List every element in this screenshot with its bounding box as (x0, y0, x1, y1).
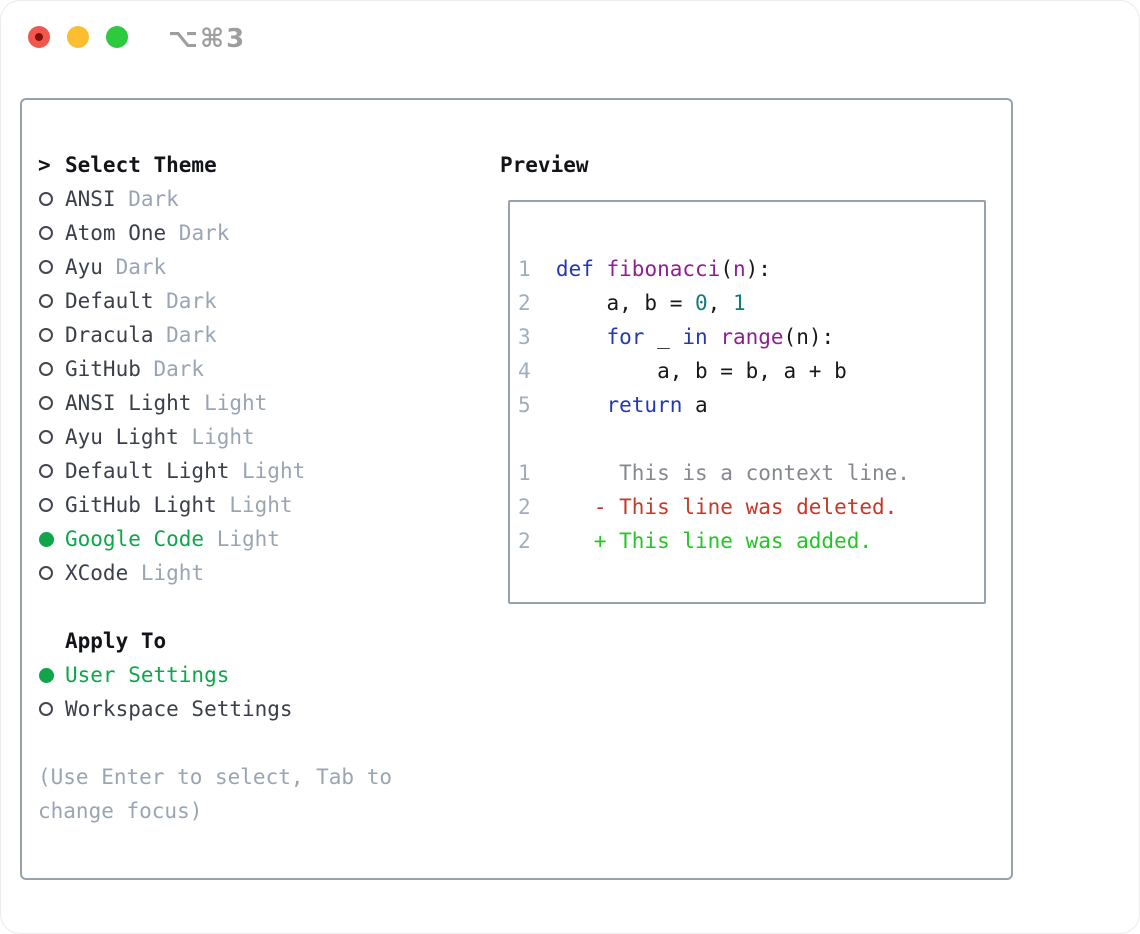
preview-line (518, 422, 984, 456)
minimize-button[interactable] (67, 26, 89, 48)
line-number: 2 (518, 529, 531, 553)
radio-unselected-icon (38, 396, 65, 410)
preview-line: 2 - This line was deleted. (518, 490, 984, 524)
line-number: 1 (518, 461, 531, 485)
apply-to-header: Apply To (38, 624, 478, 658)
line-number: 1 (518, 257, 531, 281)
radio-unselected-icon (38, 294, 65, 308)
radio-unselected-icon (38, 260, 65, 274)
apply-option-label: Workspace Settings (65, 697, 293, 721)
radio-unselected-icon (38, 566, 65, 580)
line-number: 4 (518, 359, 531, 383)
preview-line: 1 This is a context line. (518, 456, 984, 490)
radio-unselected-icon (38, 464, 65, 478)
radio-unselected-icon (38, 192, 65, 206)
radio-unselected-icon (38, 362, 65, 376)
radio-unselected-icon (38, 498, 65, 512)
preview-line: 3 for _ in range(n): (518, 320, 984, 354)
select-theme-title: Select Theme (65, 153, 217, 177)
apply-option-label: User Settings (65, 663, 230, 687)
line-number: 5 (518, 393, 531, 417)
line-number: 2 (518, 291, 531, 315)
radio-unselected-icon (38, 226, 65, 240)
preview-title: Preview (500, 153, 589, 177)
window-title: ⌥⌘3 (168, 24, 247, 54)
apply-option-workspace-settings[interactable]: Workspace Settings (38, 692, 478, 726)
preview-line: 5 return a (518, 388, 984, 422)
hint-text-line2: change focus) (38, 799, 203, 823)
radio-unselected-icon (38, 430, 65, 444)
select-theme-header: > Select Theme (38, 148, 478, 182)
spacer (38, 590, 478, 624)
close-button[interactable] (28, 26, 50, 48)
radio-unselected-icon (38, 702, 65, 716)
line-number: 3 (518, 325, 531, 349)
hint-text-line1: (Use Enter to select, Tab to (38, 765, 393, 789)
preview-line: 2 a, b = 0, 1 (518, 286, 984, 320)
spacer (38, 726, 478, 760)
apply-option-user-settings[interactable]: User Settings (38, 658, 478, 692)
radio-unselected-icon (38, 328, 65, 342)
radio-selected-icon (38, 667, 65, 683)
titlebar: ⌥⌘3 (0, 0, 1140, 74)
line-number: 2 (518, 495, 531, 519)
preview-line: 4 a, b = b, a + b (518, 354, 984, 388)
radio-selected-icon (38, 531, 65, 547)
zoom-button[interactable] (106, 26, 128, 48)
selection-cursor: > (38, 153, 51, 177)
preview-line: 2 + This line was added. (518, 524, 984, 558)
apply-to-title: Apply To (65, 629, 167, 653)
